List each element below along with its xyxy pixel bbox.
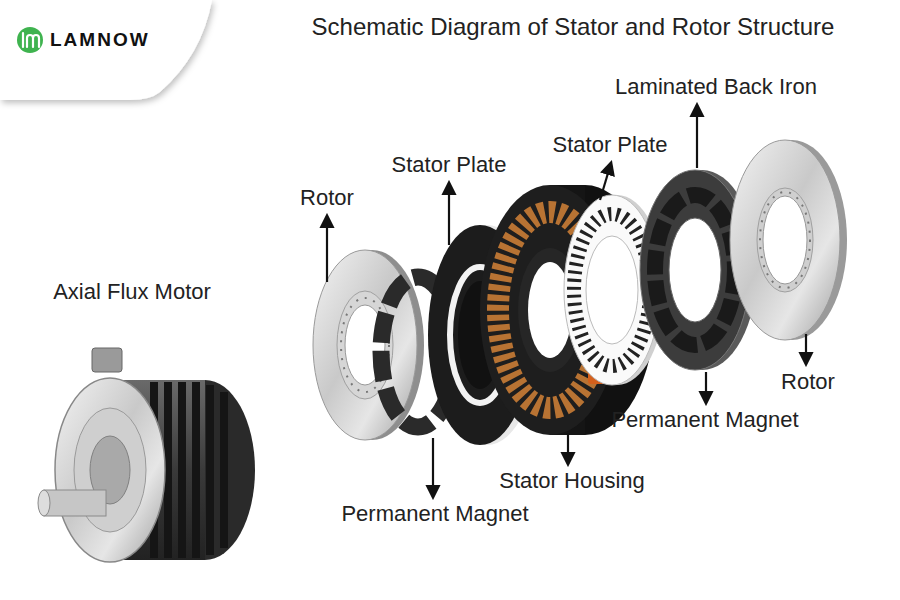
part-label: Permanent Magnet	[341, 501, 528, 526]
part-label: Rotor	[781, 369, 835, 394]
logo-panel	[0, 0, 212, 100]
product-label: Axial Flux Motor	[53, 279, 211, 304]
leader-arrows	[327, 105, 806, 497]
brand-name: LAMNOW	[50, 29, 150, 51]
logo-icon	[17, 27, 43, 53]
right-rotor-disc	[730, 140, 847, 340]
assembled-motor	[38, 348, 255, 562]
part-label: Stator Plate	[392, 152, 507, 177]
part-label: Rotor	[300, 185, 354, 210]
part-label: Laminated Back Iron	[615, 74, 817, 99]
part-label: Stator Plate	[553, 132, 668, 157]
diagram-title: Schematic Diagram of Stator and Rotor St…	[312, 13, 835, 41]
part-label: Permanent Magnet	[611, 407, 798, 432]
left-rotor-disc	[313, 250, 424, 440]
part-label: Stator Housing	[499, 468, 645, 493]
